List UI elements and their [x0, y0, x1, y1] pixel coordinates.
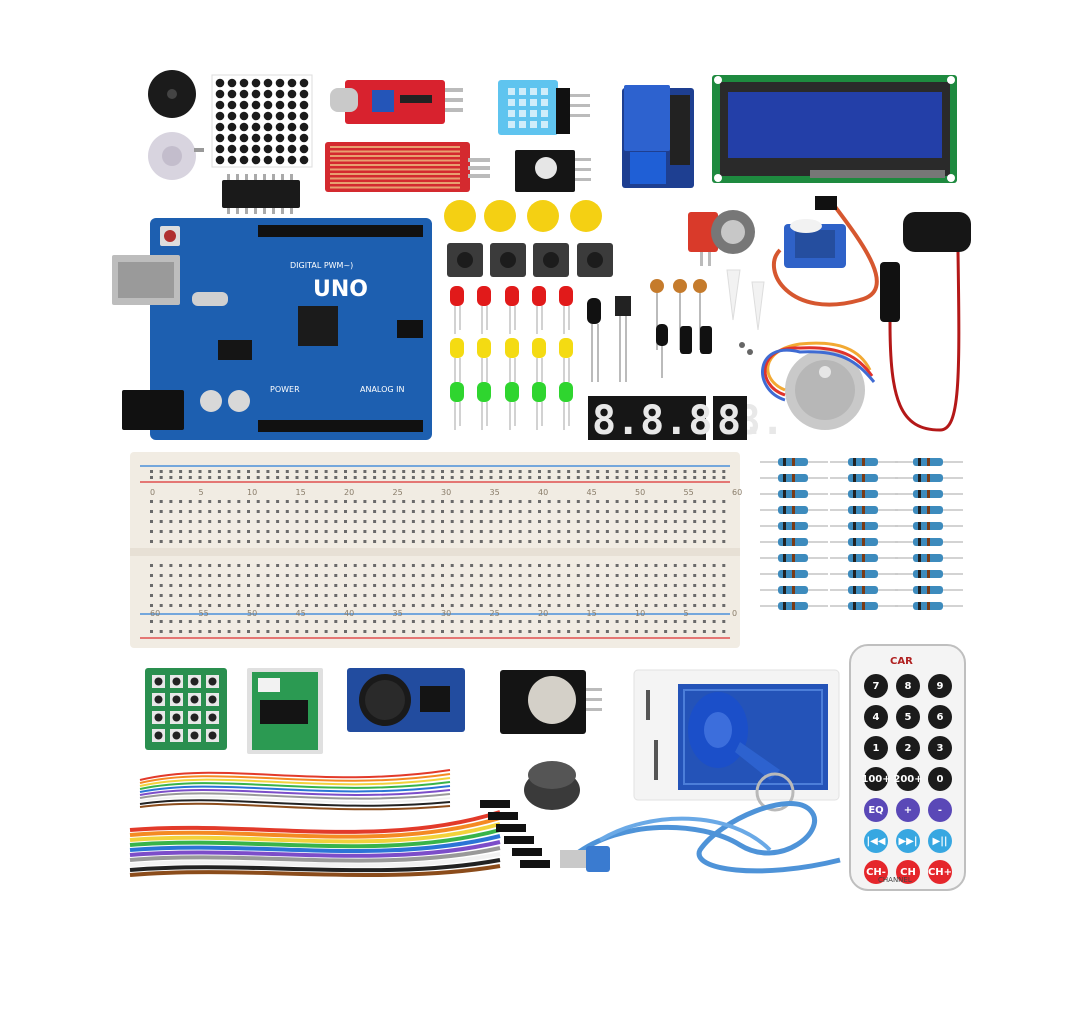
- breadboard-top-number: 35: [490, 488, 500, 497]
- tactile-switches: [447, 243, 613, 277]
- rgb-led-module: [515, 150, 591, 192]
- transistor: [656, 324, 668, 378]
- jumper-wires: [129, 769, 550, 878]
- power-label: POWER: [270, 385, 300, 394]
- joystick-module: [500, 670, 602, 810]
- single-digit-value: 8.: [717, 398, 765, 444]
- remote-key: |◀◀: [866, 836, 885, 847]
- remote-key: -: [938, 805, 942, 816]
- lcd-1602-display: [712, 75, 957, 183]
- breadboard-bottom-number: 55: [199, 609, 209, 618]
- remote-key: 8: [905, 681, 912, 692]
- remote-key: ▶||: [933, 836, 948, 847]
- remote-key: 100+: [861, 774, 890, 785]
- remote-key: CH: [900, 867, 916, 878]
- electrolytic-capacitors: [680, 326, 712, 354]
- breadboard-top-number: 0: [150, 488, 155, 497]
- board-name-label: UNO: [313, 277, 368, 302]
- breadboard-bottom-number: 5: [684, 609, 689, 618]
- breadboard-top-number: 10: [247, 488, 257, 497]
- breadboard-bottom-number: 0: [732, 609, 737, 618]
- remote-channel-label: CHANNEL: [878, 876, 912, 884]
- breadboard-bottom-number: 40: [344, 609, 354, 618]
- remote-key: 200+: [893, 774, 922, 785]
- remote-key: 3: [937, 743, 944, 754]
- button-caps: [444, 200, 602, 232]
- breadboard-top-number: 45: [587, 488, 597, 497]
- stepper-motor: [761, 341, 876, 430]
- ir-receiver: [587, 296, 631, 382]
- breadboard-top-number: 40: [538, 488, 548, 497]
- relay-module: [622, 85, 694, 188]
- remote-key: 6: [937, 712, 944, 723]
- remote-key: 1: [873, 743, 880, 754]
- remote-key: CH-: [866, 867, 886, 878]
- remote-key: 7: [873, 681, 880, 692]
- breadboard-bottom-number: 25: [490, 609, 500, 618]
- shift-register-ic: [222, 174, 300, 214]
- water-level-sensor: [325, 142, 490, 192]
- remote-key: 5: [905, 712, 912, 723]
- breadboard-bottom-number: 50: [247, 609, 257, 618]
- analog-in-label: ANALOG IN: [360, 385, 405, 394]
- rtc-module: [347, 668, 465, 732]
- breadboard-bottom-number: 10: [635, 609, 645, 618]
- breadboard-bottom-number: 45: [296, 609, 306, 618]
- stepper-driver-board: [247, 668, 323, 754]
- led-dot-matrix: [211, 74, 313, 168]
- active-buzzer: [148, 70, 196, 118]
- four-digit-seven-segment: 8.8.8.8.: [588, 396, 785, 444]
- membrane-keypad-4x4: [145, 668, 227, 750]
- remote-key: ▶▶|: [898, 836, 917, 847]
- breadboard-bottom-number: 30: [441, 609, 451, 618]
- passive-buzzer: [148, 132, 204, 180]
- remote-brand: CAR: [890, 656, 913, 667]
- breadboard-top-number: 20: [344, 488, 354, 497]
- arduino-uno-board: UNO DIGITAL PWM~) POWER ANALOG IN: [112, 218, 432, 440]
- battery-clip-9v: [880, 212, 971, 432]
- breadboard-top-number: 30: [441, 488, 451, 497]
- breadboard-top-number: 55: [684, 488, 694, 497]
- remote-key: EQ: [868, 805, 883, 816]
- remote-key: 2: [905, 743, 912, 754]
- single-digit-seven-segment: 8.: [713, 396, 765, 444]
- breadboard-bottom-number: 35: [393, 609, 403, 618]
- servo-motor: [772, 196, 879, 307]
- resistor-set: [760, 458, 963, 610]
- remote-key: 9: [937, 681, 944, 692]
- remote-key: CH+: [928, 867, 952, 878]
- potentiometer: [688, 210, 755, 266]
- servo-horns: [726, 269, 765, 355]
- remote-key: 0: [937, 774, 944, 785]
- sound-sensor-module: [330, 80, 463, 124]
- breadboard-top-number: 15: [296, 488, 306, 497]
- digital-pins-label: DIGITAL PWM~): [290, 261, 353, 270]
- led-set: [450, 286, 573, 430]
- breadboard-top-number: 60: [732, 488, 742, 497]
- four-digit-value: 8.8.8.8.: [592, 398, 785, 444]
- remote-key: +: [904, 805, 912, 816]
- breadboard-bottom-number: 15: [587, 609, 597, 618]
- rfid-module: [633, 669, 840, 812]
- breadboard-bottom-number: 60: [150, 609, 160, 618]
- breadboard-bottom-number: 20: [538, 609, 548, 618]
- breadboard-top-number: 50: [635, 488, 645, 497]
- breadboard-top-number: 25: [393, 488, 403, 497]
- dht11-sensor: [498, 80, 590, 135]
- breadboard-top-number: 5: [199, 488, 204, 497]
- usb-cable: [560, 801, 841, 874]
- remote-key: 4: [873, 712, 880, 723]
